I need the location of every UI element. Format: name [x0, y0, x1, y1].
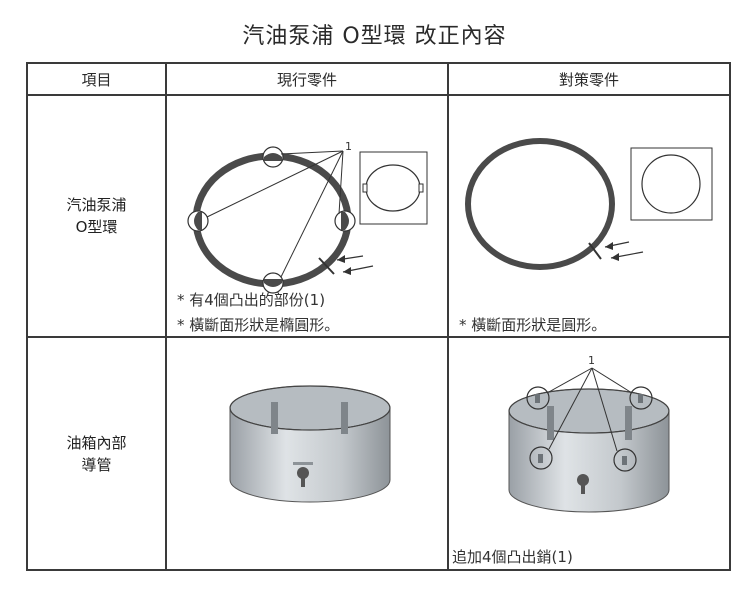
table-row: 油箱內部 導管	[26, 336, 731, 571]
row-label-line1: 汽油泵浦	[66, 196, 127, 214]
current-guide-pipe-cell	[165, 336, 449, 571]
page-title: 汽油泵浦 O型環 改正內容	[242, 24, 507, 49]
header-current-part: 現行零件	[165, 62, 449, 96]
table-row: 汽油泵浦 O型環	[26, 94, 731, 338]
current-o-ring-diagram: 1	[187, 140, 428, 294]
row-label-line1: 油箱內部	[66, 433, 127, 452]
header-row: 項目 現行零件 對策零件	[26, 62, 731, 96]
countermeasure-o-ring-cell: * 橫斷面形狀是圓形。	[447, 94, 731, 338]
header-item: 項目	[26, 62, 167, 96]
current-note-1: * 有4個凸出的部份(1)	[177, 291, 326, 309]
comparison-table: 項目 現行零件 對策零件 汽油泵浦 O型環	[26, 62, 731, 571]
callout-number: 1	[345, 140, 352, 153]
countermeasure-guide-pipe-diagram: 1	[508, 354, 670, 513]
row-label-guide-pipe: 油箱內部 導管	[26, 336, 167, 571]
countermeasure-guide-pipe-cell: 1 追加4個凸出銷(1)	[447, 336, 731, 571]
countermeasure-note: * 橫斷面形狀是圓形。	[459, 316, 607, 334]
row-label-o-ring: 汽油泵浦 O型環	[26, 94, 167, 338]
countermeasure-note: 追加4個凸出銷(1)	[452, 548, 573, 566]
current-o-ring-cell: 1 * 有4個凸出的部份(1) * 橫斷面形狀是橢圓形。	[165, 94, 449, 338]
current-guide-pipe-diagram	[229, 385, 391, 503]
row-label-line2: O型環	[75, 218, 118, 236]
row-label-line2: 導管	[81, 455, 112, 474]
callout-number: 1	[588, 354, 595, 367]
current-note-2: * 橫斷面形狀是橢圓形。	[177, 316, 340, 334]
countermeasure-o-ring-diagram	[465, 138, 713, 270]
header-countermeasure-part: 對策零件	[447, 62, 731, 96]
